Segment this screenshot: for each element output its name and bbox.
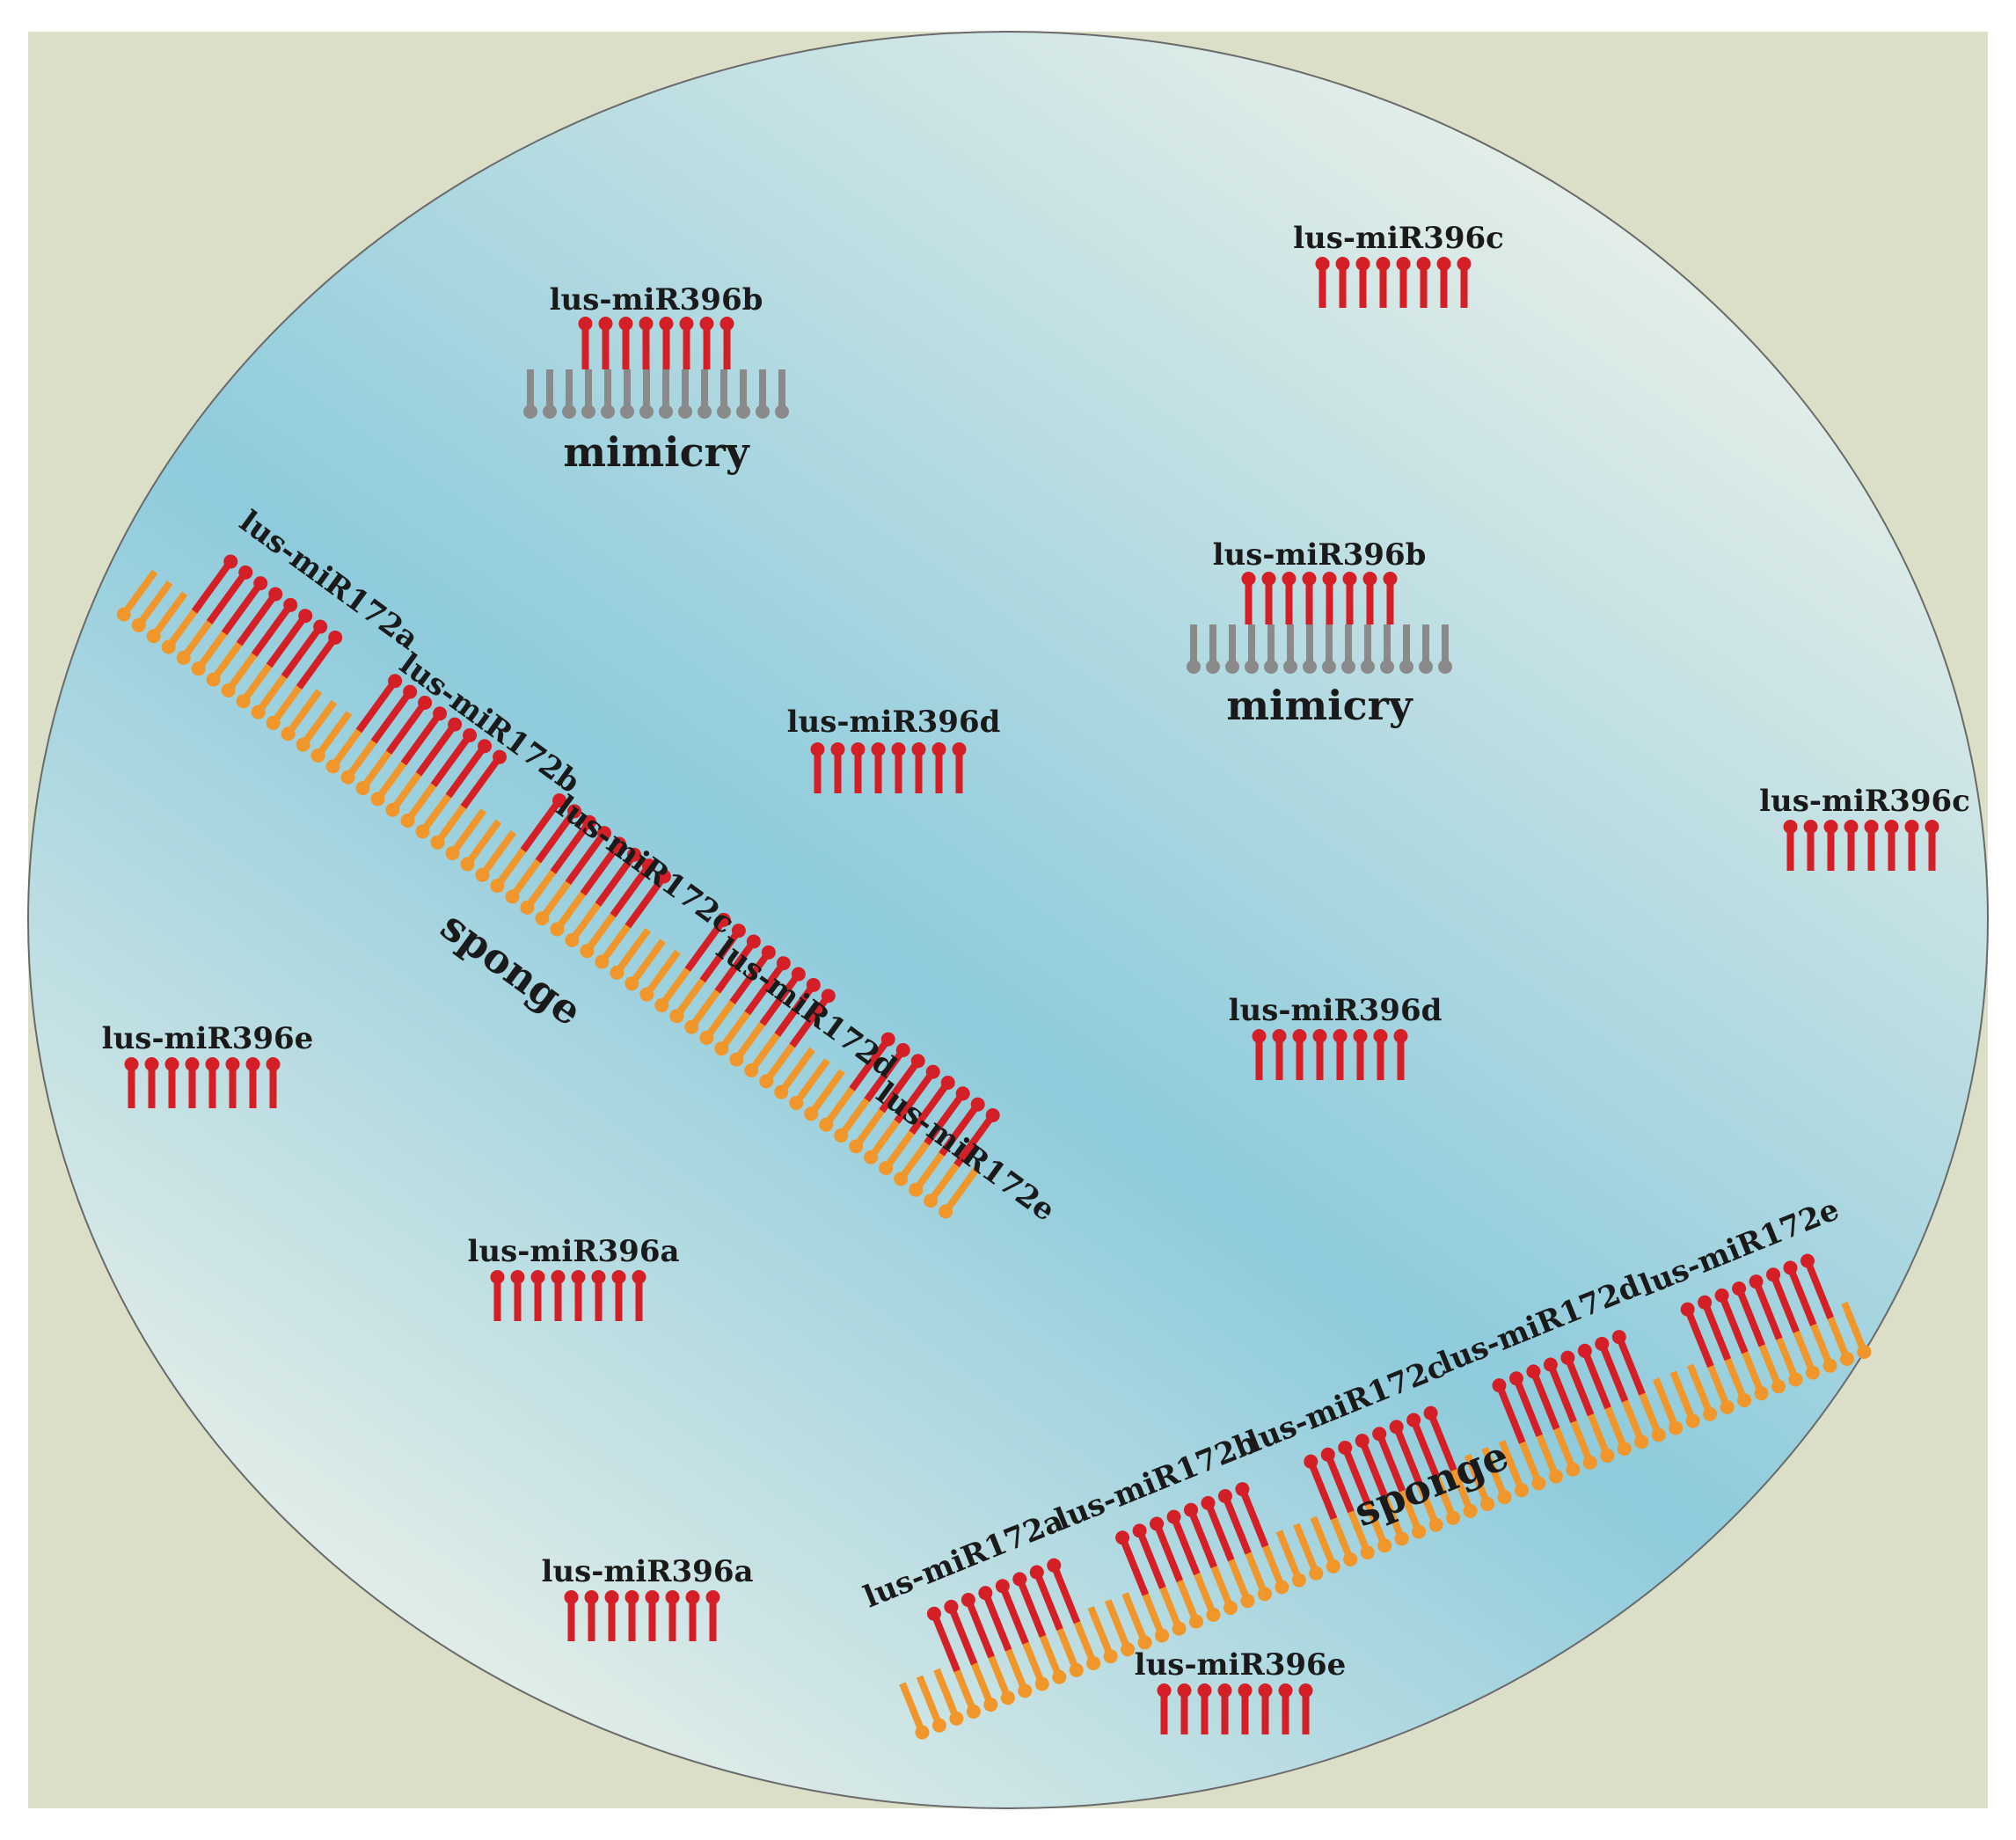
mirna-cluster-a1 [490,1270,646,1321]
mirna-label-e1: lus-miR396e [102,1021,314,1056]
mirna-cluster-d2 [1252,1029,1408,1080]
mirna-cluster-c1 [1315,257,1472,308]
mirna-label-e2: lus-miR396e [1135,1647,1347,1683]
mimicry-layer [523,317,1452,674]
mimicry-label-2: mimicry [1226,682,1413,729]
mimicry-complex-2 [1187,572,1452,674]
sponge-complex-1 [116,554,1000,1219]
mirna-cluster-c2 [1783,820,1939,871]
mimicry-mirna-label-1: lus-miR396b [550,282,763,318]
sponge-complex-2 [899,1253,1872,1740]
mirna-cluster-e2 [1157,1683,1313,1734]
free-mirna-layer [124,257,1939,1734]
mirna-label-a1: lus-miR396a [467,1234,679,1269]
cell-circle [27,31,1989,1809]
mimicry-mirna-label-2: lus-miR396b [1213,537,1427,573]
mirna-cluster-e1 [124,1057,281,1108]
mirna-label-c1: lus-miR396c [1293,221,1504,256]
mirna-label-d1: lus-miR396d [787,705,1001,740]
mimicry-complex-1 [523,317,789,419]
mirna-cluster-d1 [810,742,967,793]
mirna-cluster-a2 [564,1590,720,1641]
mirna-label-d2: lus-miR396d [1229,993,1443,1028]
mirna-label-c2: lus-miR396c [1759,784,1970,819]
mirna-label-a2: lus-miR396a [541,1554,753,1589]
sponge-layer [116,554,1872,1740]
mimicry-label-1: mimicry [563,428,750,476]
